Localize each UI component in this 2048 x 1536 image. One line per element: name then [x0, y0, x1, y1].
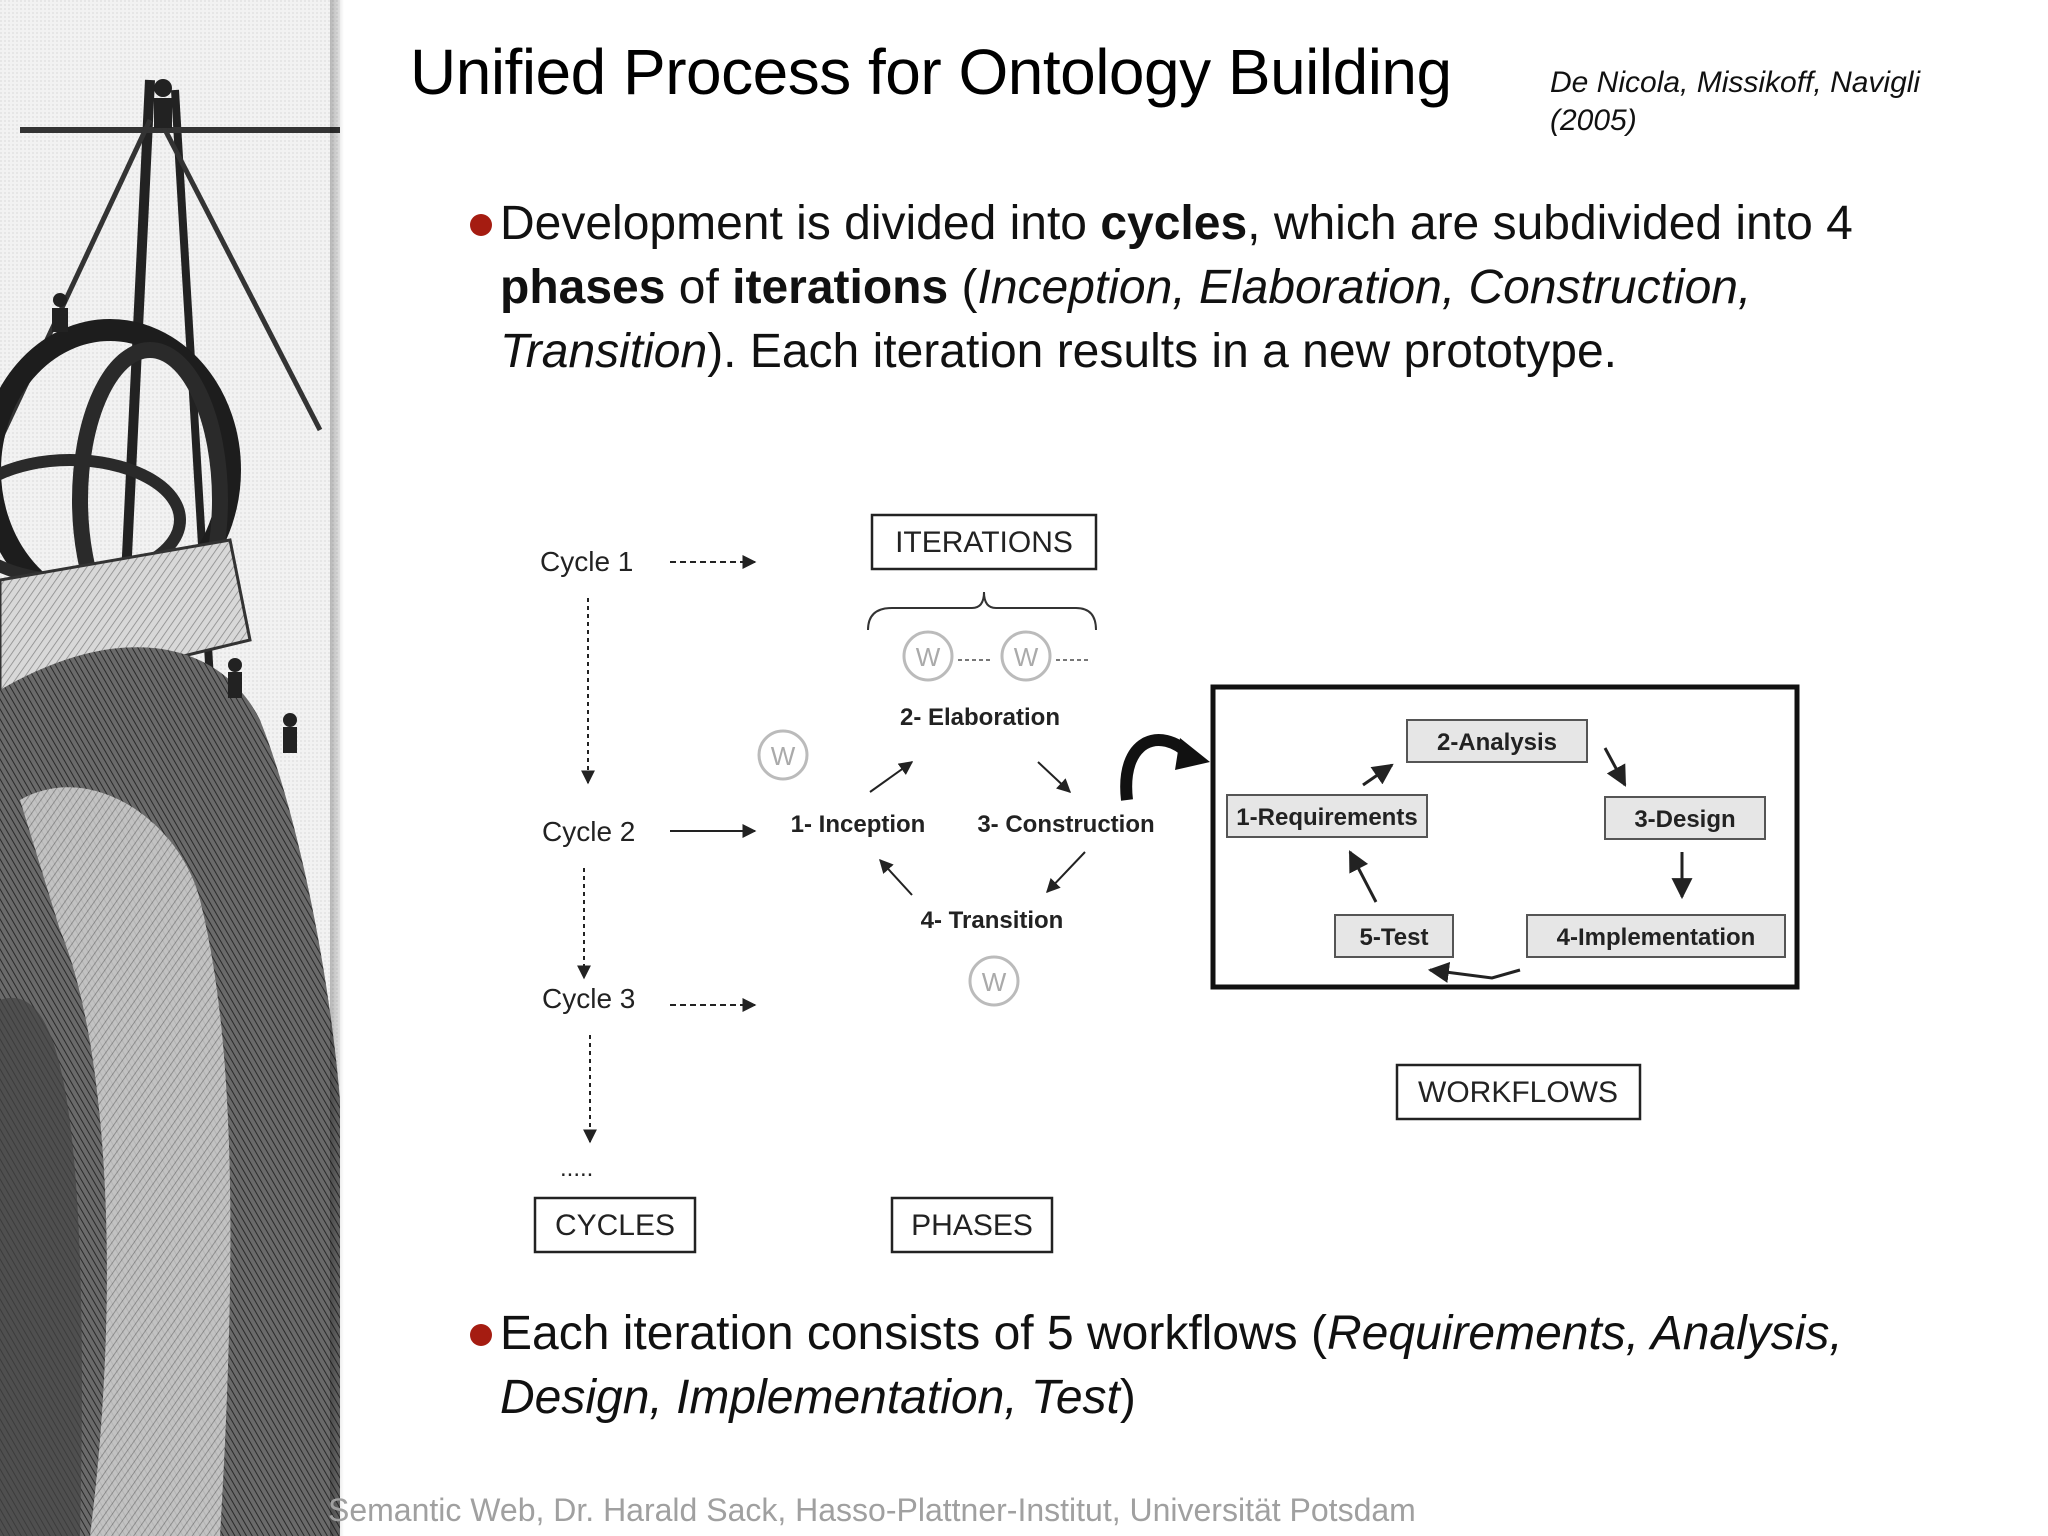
bullet-dot: [470, 214, 492, 236]
w-circle-iteration-1: [902, 630, 954, 682]
construction-to-workflows-arrowhead: [1175, 738, 1210, 770]
phase-construction: 3- Construction: [977, 811, 1154, 838]
bullet2-italic-workflows: Requirements, Analysis, Design, Implemen…: [500, 1307, 1843, 1424]
workflow-test: 5-Test: [1360, 924, 1429, 951]
citation: De Nicola, Missikoff, Navigli (2005): [1550, 64, 1970, 140]
workflows-box: [1395, 1063, 1642, 1121]
workflow-implementation: 4-Implementation: [1557, 924, 1756, 951]
iterations-box: [870, 513, 1098, 571]
bullet-cycles: Development is divided into cycles, whic…: [470, 192, 1990, 384]
bullet1-italic-phases: Inception, Elaboration, Construction, Tr…: [500, 261, 1752, 378]
bullet-workflows: Each iteration consists of 5 workflows (…: [470, 1302, 1990, 1430]
bullet1-bold-phases: phases: [500, 261, 666, 314]
iterations-brace: [867, 591, 1097, 631]
elaboration-to-construction-arrow: [1037, 761, 1072, 793]
workflow-requirements: 1-Requirements: [1236, 804, 1417, 831]
citation-year: (2005): [1550, 104, 1637, 137]
bullet2-text-1: Each iteration consists of 5 workflows (: [500, 1307, 1327, 1360]
requirements-to-analysis-arrow: [1362, 763, 1394, 787]
bullet1-text-4: (: [948, 261, 978, 314]
bullet1-text-2: , which are subdivided into 4: [1247, 197, 1853, 250]
bullet2-text-2: ): [1119, 1371, 1136, 1424]
w-circle-iteration-2: [1000, 630, 1052, 682]
construction-to-transition-arrow: [1046, 851, 1086, 894]
bullet-dot: [470, 1324, 492, 1346]
w-circle-transition: [968, 955, 1020, 1007]
cycles-ellipsis: .....: [560, 1155, 593, 1182]
bullet-text: Development is divided into cycles, whic…: [500, 192, 1990, 384]
inception-to-elaboration-arrow: [869, 761, 914, 793]
w-label-inception: W: [771, 741, 796, 771]
w-label-transition: W: [982, 967, 1007, 997]
transition-to-inception-arrow: [879, 858, 913, 896]
side-image-shadow: [330, 0, 344, 1536]
analysis-to-design-arrow: [1603, 747, 1627, 787]
citation-authors: De Nicola, Missikoff, Navigli: [1550, 66, 1921, 99]
w-circle-inception: [757, 729, 809, 781]
bullet1-text-3: of: [665, 261, 733, 314]
cycles-box-label: CYCLES: [555, 1209, 675, 1242]
cycles-box: [533, 1196, 697, 1254]
unified-process-diagram: Cycle 1 Cycle 2 Cycle 3 ..... CYCLES PHA…: [533, 513, 1800, 1254]
phase-transition: 4- Transition: [921, 907, 1064, 934]
workflow-analysis: 2-Analysis: [1437, 729, 1557, 756]
workflow-design-box: [1604, 796, 1766, 840]
workflow-analysis-box: [1406, 719, 1588, 763]
phase-elaboration: 2- Elaboration: [900, 704, 1060, 731]
cycle-1-label: Cycle 1: [540, 546, 633, 577]
iterations-box-label: ITERATIONS: [895, 526, 1073, 559]
slide-footer: Semantic Web, Dr. Harald Sack, Hasso-Pla…: [328, 1492, 1416, 1528]
phases-box: [890, 1196, 1054, 1254]
slide-title: Unified Process for Ontology Building: [410, 36, 1452, 108]
w-label-iteration-2: W: [1014, 642, 1039, 672]
workflow-test-box: [1334, 914, 1454, 958]
implementation-to-test-arrow: [1427, 962, 1521, 983]
cycle-3-label: Cycle 3: [542, 983, 635, 1014]
bullet1-text-5: ). Each iteration results in a new proto…: [707, 325, 1617, 378]
w-label-iteration-1: W: [916, 642, 941, 672]
phase-inception: 1- Inception: [791, 811, 926, 838]
bullet1-bold-iterations: iterations: [732, 261, 949, 314]
test-to-requirements-arrow: [1348, 850, 1378, 903]
workflow-design: 3-Design: [1634, 806, 1735, 833]
bullet1-text-1: Development is divided into: [500, 197, 1101, 250]
bullet-text: Each iteration consists of 5 workflows (…: [500, 1302, 1990, 1430]
side-engraving-image: [0, 0, 340, 1536]
phases-box-label: PHASES: [911, 1209, 1033, 1242]
workflow-implementation-box: [1526, 914, 1786, 958]
workflows-box-label: WORKFLOWS: [1418, 1076, 1618, 1109]
cycle-2-label: Cycle 2: [542, 816, 635, 847]
workflow-requirements-box: [1226, 794, 1428, 838]
bullet1-bold-cycles: cycles: [1100, 197, 1248, 250]
